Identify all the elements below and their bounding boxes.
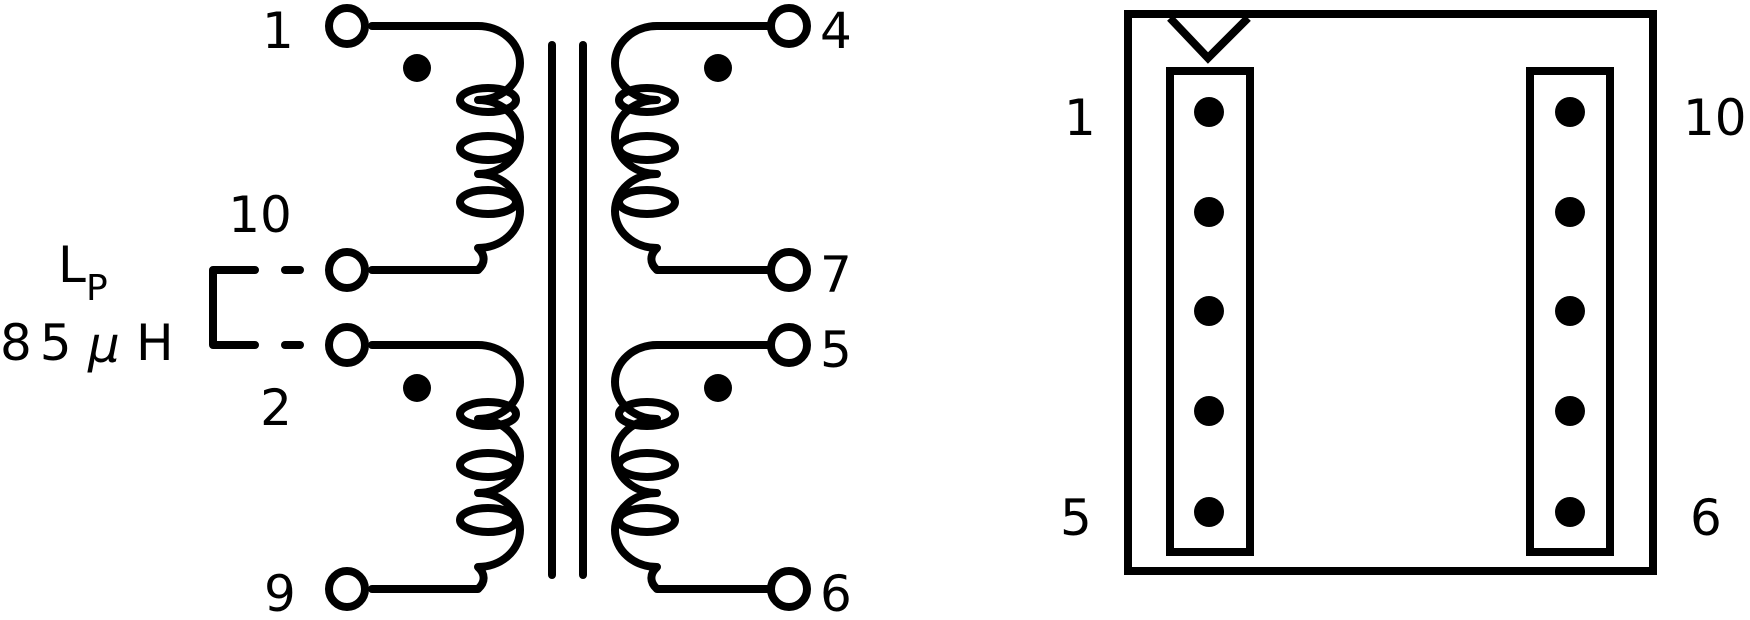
package-pin-8: [1555, 296, 1585, 326]
package-label-1: 1: [1064, 89, 1096, 147]
inductance-unit-prefix: μ: [87, 316, 120, 374]
terminal-6: [767, 567, 811, 611]
terminal-1: [325, 4, 369, 48]
pin-label-2: 2: [260, 379, 292, 437]
secondary-lower-loop-2: [615, 449, 679, 481]
schematic-pin-labels: 1 4 10 7 2 5 9 6: [228, 2, 852, 620]
terminal-5: [767, 323, 811, 367]
polarity-dot-secondary-lower: [704, 374, 732, 402]
package-label-10: 10: [1683, 89, 1747, 147]
inductance-label: L P 85 μ H: [0, 236, 174, 374]
secondary-upper-loop-2: [615, 132, 679, 164]
package-label-5: 5: [1060, 489, 1092, 547]
package-pin-1: [1194, 97, 1224, 127]
inductance-value: 85: [0, 314, 80, 372]
polarity-dot-primary-lower: [403, 374, 431, 402]
terminal-10: [325, 248, 369, 292]
secondary-winding-upper: [611, 22, 776, 274]
primary-upper-loop-3: [456, 186, 520, 218]
secondary-lower-loop-3: [615, 504, 679, 536]
pin1-indicator-notch: [1167, 15, 1251, 64]
primary-lower-loop-3: [456, 504, 520, 536]
inductance-subscript: P: [86, 268, 108, 309]
secondary-upper-loop-1: [615, 84, 679, 116]
package-outline: [1124, 10, 1657, 575]
package-pin-2: [1194, 197, 1224, 227]
terminal-9: [325, 567, 369, 611]
transformer-schematic: [209, 4, 811, 611]
polarity-dot-primary-upper: [403, 54, 431, 82]
pin-label-9: 9: [264, 565, 296, 620]
polarity-dots: [403, 54, 732, 402]
package-pin-9: [1555, 197, 1585, 227]
inductance-symbol: L: [58, 236, 86, 294]
pin-row-left: [1166, 67, 1254, 556]
package-pin-5: [1194, 497, 1224, 527]
inductance-bracket: [209, 266, 259, 349]
package-pin-7: [1555, 396, 1585, 426]
pin-label-5: 5: [820, 321, 852, 379]
package-pin-4: [1194, 396, 1224, 426]
package-label-6: 6: [1690, 489, 1722, 547]
primary-winding-lower: [368, 341, 524, 593]
pin-row-right: [1526, 67, 1614, 556]
primary-upper-loop-1: [456, 84, 520, 116]
pin-label-1: 1: [262, 2, 294, 60]
pin-label-4: 4: [820, 2, 852, 60]
terminal-2: [325, 323, 369, 367]
package-pin-10: [1555, 97, 1585, 127]
package-pin-6: [1555, 497, 1585, 527]
primary-upper-loop-2: [456, 132, 520, 164]
terminal-4: [767, 4, 811, 48]
terminal-7: [767, 248, 811, 292]
inductance-unit: H: [136, 314, 174, 372]
secondary-winding-lower: [611, 341, 776, 593]
secondary-lower-loop-1: [615, 398, 679, 430]
primary-lower-loop-2: [456, 449, 520, 481]
package-pin-3: [1194, 296, 1224, 326]
package-pins: [1194, 97, 1585, 527]
package-pin-labels: 1 10 5 6: [1060, 89, 1747, 547]
pin-label-10: 10: [228, 186, 292, 244]
primary-lower-loop-1: [456, 398, 520, 430]
primary-winding-upper: [368, 22, 524, 274]
pin-label-6: 6: [820, 565, 852, 620]
package-footprint: [1124, 10, 1657, 575]
pin-label-7: 7: [820, 246, 852, 304]
polarity-dot-secondary-upper: [704, 54, 732, 82]
secondary-upper-loop-3: [615, 186, 679, 218]
